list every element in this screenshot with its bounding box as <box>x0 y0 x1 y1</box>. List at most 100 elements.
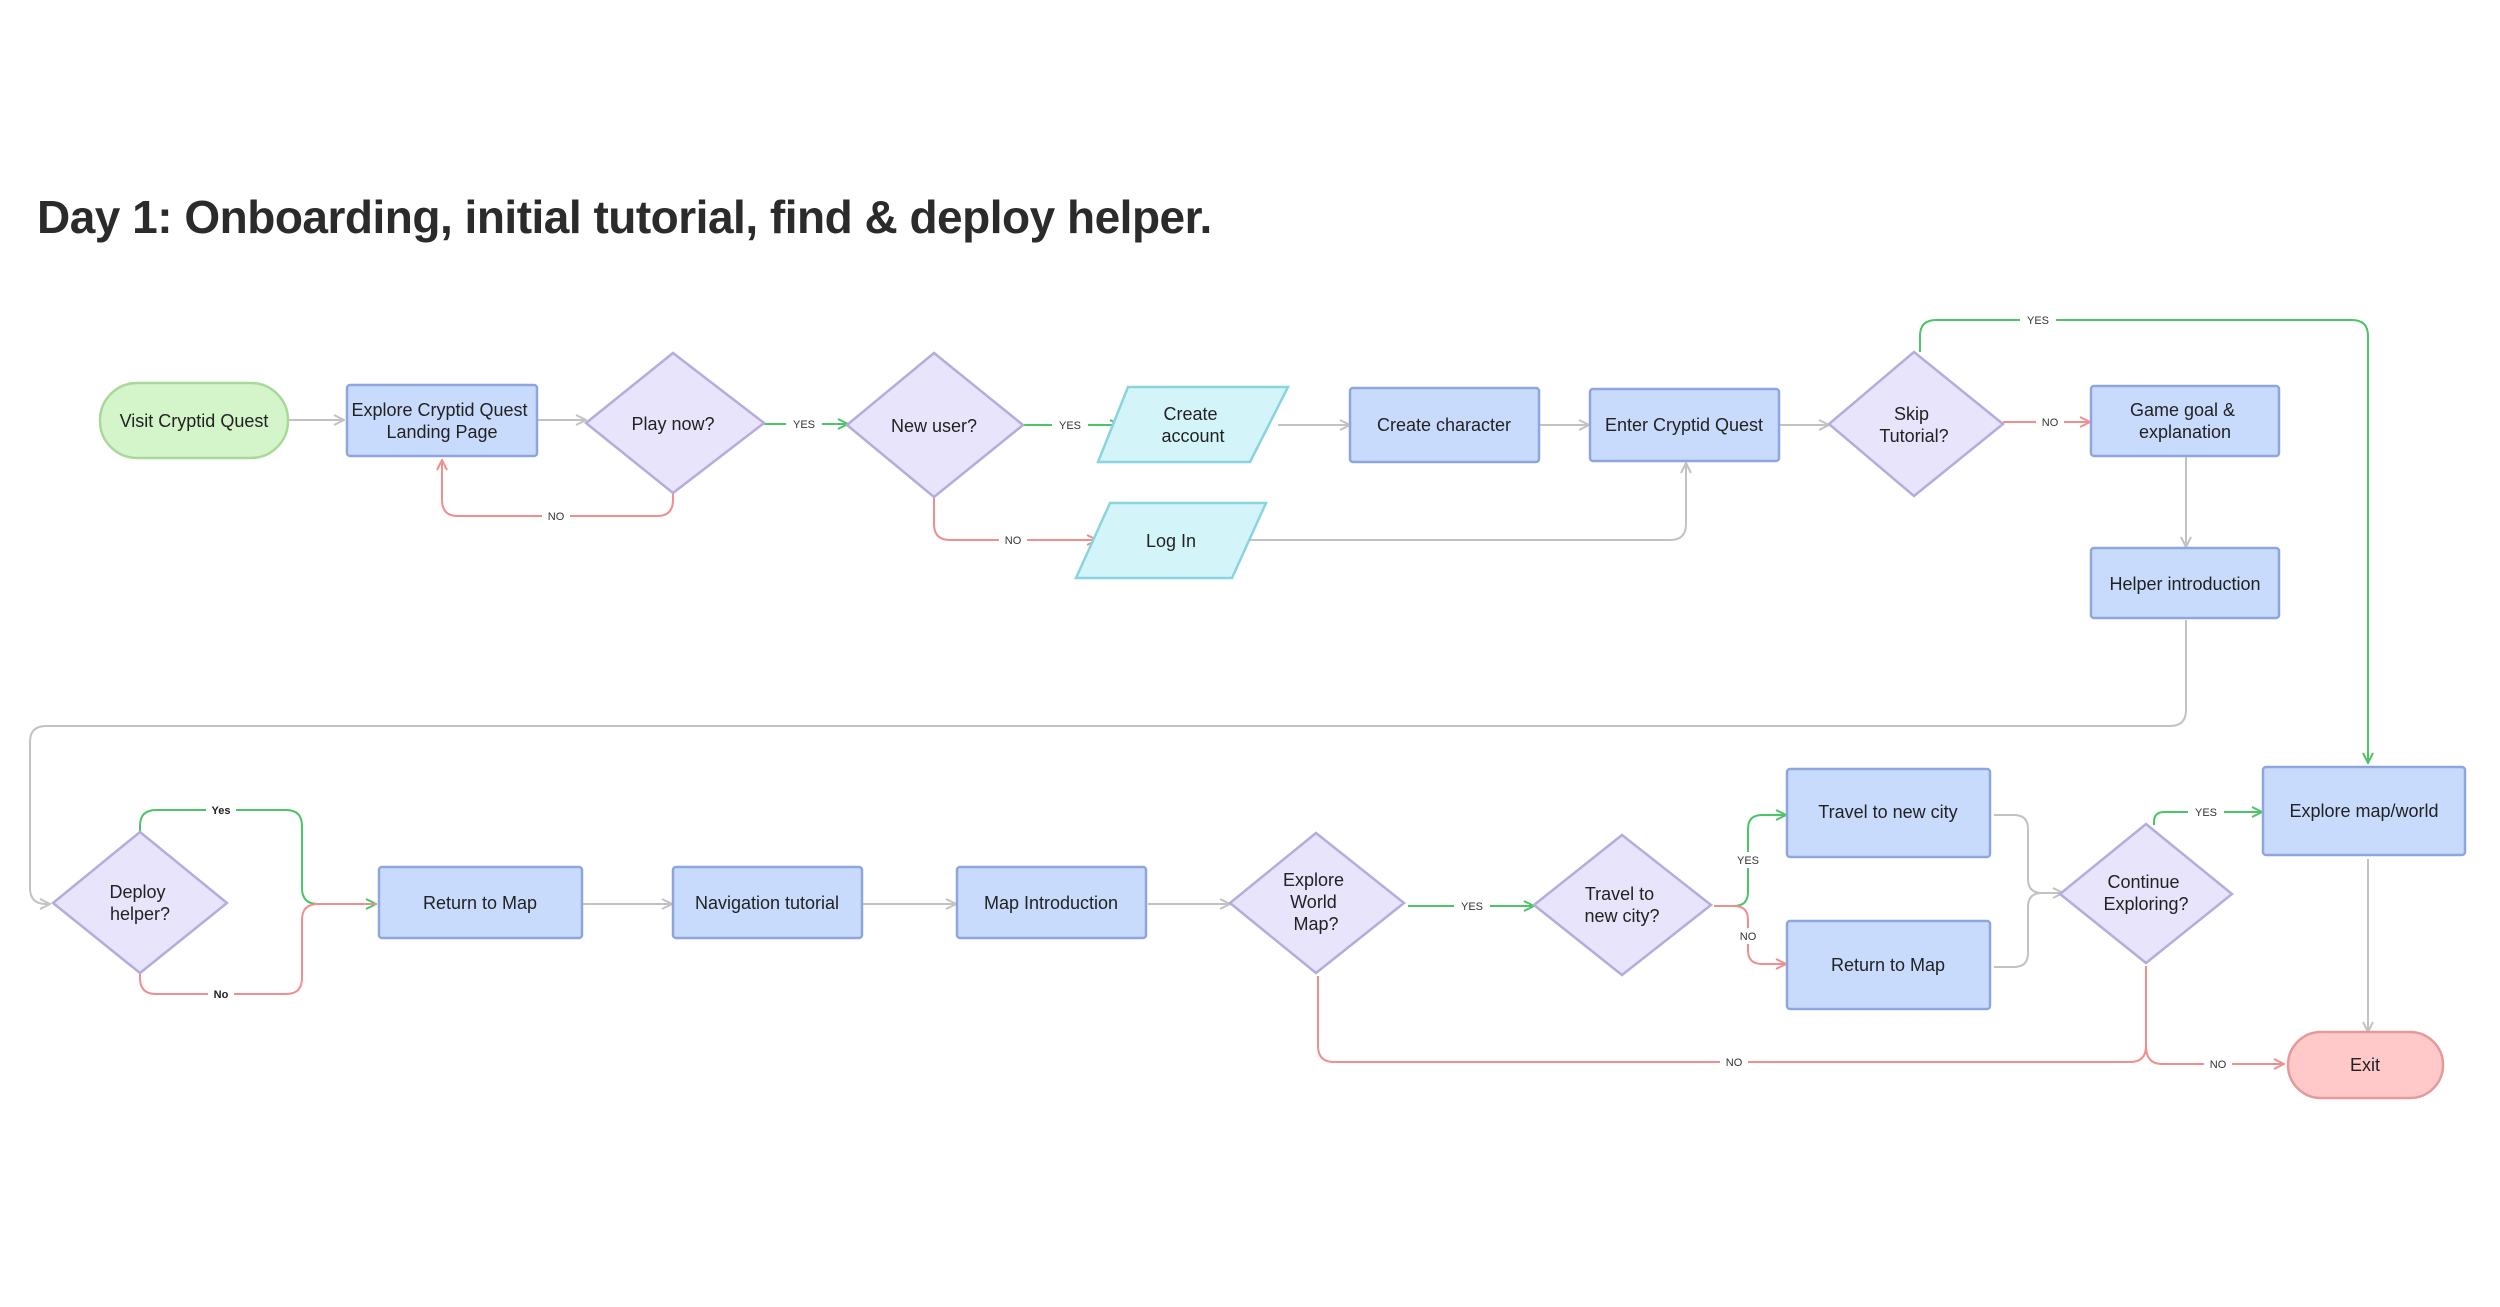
decision-node-skip-tutorial[interactable]: Skip Tutorial? <box>1827 350 2005 498</box>
edge-label-travel-yes: YES <box>1737 855 1759 867</box>
io-node-log-in[interactable]: Log In <box>1074 501 1268 580</box>
edge-label-deploy-no: No <box>214 989 229 1001</box>
edge-skip-yes <box>1919 319 2368 763</box>
edge-newuser-no <box>933 498 1097 540</box>
edge-continue-yes <box>2153 812 2262 825</box>
process-node-explore-map-world[interactable]: Explore map/world <box>2261 765 2467 857</box>
node-label: Explore Cryptid Quest <box>351 400 527 420</box>
process-node-navigation-tutorial[interactable]: Navigation tutorial <box>671 865 864 940</box>
node-label: Exit <box>2350 1055 2380 1075</box>
node-label: Return to Map <box>423 893 537 913</box>
node-label: Play now? <box>631 414 714 434</box>
decision-node-deploy-helper[interactable]: Deploy helper? <box>51 830 229 975</box>
nodes: Visit Cryptid Quest Explore Cryptid Ques… <box>51 350 2467 1100</box>
process-node-helper-introduction[interactable]: Helper introduction <box>2089 546 2281 620</box>
svg-text:Helper introduction: Helper introduction <box>2109 574 2260 594</box>
edge-labels: YES NO YES NO YES NO Yes No YES NO YES N… <box>206 312 2232 1072</box>
node-label: Visit Cryptid Quest <box>120 411 269 431</box>
edge-deploy-yes <box>139 809 376 904</box>
decision-node-explore-world-map[interactable]: Explore World Map? <box>1228 831 1407 975</box>
edge-label-continue-no: NO <box>2210 1059 2227 1071</box>
edge-continue-no <box>2145 1045 2284 1064</box>
end-node-exit[interactable]: Exit <box>2286 1030 2445 1100</box>
svg-text:Return to Map: Return to Map <box>1831 955 1945 975</box>
node-label: Continue <box>2107 872 2179 892</box>
node-label: Exploring? <box>2103 894 2188 914</box>
edge-login-to-enterquest <box>1247 463 1686 541</box>
node-label: account <box>1161 426 1224 446</box>
svg-text:Game goal & explanatio: Game goal & explanation <box>2130 400 2240 442</box>
svg-text:Play now?: Play now? <box>631 414 714 434</box>
node-label: explanation <box>2139 422 2231 442</box>
process-node-enter-cryptid-quest[interactable]: Enter Cryptid Quest <box>1588 387 1781 463</box>
svg-text:Visit Cryptid Quest: Visit Cryptid Quest <box>120 411 269 431</box>
start-node-visit-cryptid-quest[interactable]: Visit Cryptid Quest <box>98 381 290 460</box>
svg-text:Map Introduction: Map Introduction <box>984 893 1118 913</box>
process-node-explore-landing-page[interactable]: Explore Cryptid Quest Landing Page <box>345 383 539 458</box>
edge-label-explore-yes: YES <box>1461 901 1483 913</box>
edge-returnmap2-to-continue <box>1994 892 2063 968</box>
decision-node-continue-exploring[interactable]: Continue Exploring? <box>2058 822 2234 965</box>
node-label: World <box>1290 892 1337 912</box>
decision-node-new-user[interactable]: New user? <box>845 351 1025 499</box>
process-node-return-to-map[interactable]: Return to Map <box>377 865 584 940</box>
node-label: Explore map/world <box>2289 801 2438 821</box>
edge-travelcity-to-continue <box>1994 814 2063 893</box>
edge-label-newuser-yes: YES <box>1059 420 1081 432</box>
edge-label-travel-no: NO <box>1740 931 1757 943</box>
node-label: Navigation tutorial <box>695 893 839 913</box>
svg-text:Enter Cryptid Quest: Enter Cryptid Quest <box>1605 415 1763 435</box>
node-label: Travel to <box>1585 884 1654 904</box>
node-label: helper? <box>110 904 170 924</box>
svg-text:Navigation tutorial: Navigation tutorial <box>695 893 839 913</box>
io-node-create-account[interactable]: Create account <box>1096 385 1291 464</box>
svg-text:Explore Cryptid Quest: Explore Cryptid Quest Landing Page <box>351 400 532 442</box>
node-label: Deploy <box>109 882 165 902</box>
edge-label-newuser-no: NO <box>1005 535 1022 547</box>
node-label: Map? <box>1293 914 1338 934</box>
edge-label-explore-no: NO <box>1726 1057 1743 1069</box>
node-label: Travel to new city <box>1818 802 1957 822</box>
svg-text:Deploy helper?: Deploy helper? <box>109 882 170 924</box>
process-node-create-character[interactable]: Create character <box>1348 386 1541 464</box>
edge-label-playnow-yes: YES <box>793 419 815 431</box>
process-node-game-goal-explanation[interactable]: Game goal & explanation <box>2089 384 2281 458</box>
node-label: Log In <box>1146 531 1196 551</box>
node-label: Create <box>1163 404 1217 424</box>
decision-node-play-now[interactable]: Play now? <box>584 351 767 495</box>
edge-label-skip-no: NO <box>2042 417 2059 429</box>
node-label: Explore <box>1283 870 1344 890</box>
edge-helperintro-to-deployhelper <box>29 620 2187 904</box>
process-node-map-introduction[interactable]: Map Introduction <box>955 865 1148 940</box>
edge-label-playnow-no: NO <box>548 511 565 523</box>
node-label: Landing Page <box>386 422 497 442</box>
process-node-return-to-map-2[interactable]: Return to Map <box>1785 919 1992 1011</box>
process-node-travel-to-new-city[interactable]: Travel to new city <box>1785 767 1992 859</box>
edge-explore-no <box>1317 966 2147 1063</box>
edge-label-skip-yes: YES <box>2027 315 2049 327</box>
svg-text:Log In: Log In <box>1146 531 1196 551</box>
node-label: Skip <box>1894 404 1929 424</box>
node-label: Enter Cryptid Quest <box>1605 415 1763 435</box>
page-title: Day 1: Onboarding, initial tutorial, fin… <box>37 191 1212 243</box>
svg-text:Travel to new city: Travel to new city <box>1818 802 1957 822</box>
edge-deploy-no <box>139 903 376 995</box>
svg-text:Return to Map: Return to Map <box>423 893 537 913</box>
node-label: Game goal & <box>2130 400 2235 420</box>
svg-text:Create account: Create account <box>1161 404 1224 446</box>
node-label: Helper introduction <box>2109 574 2260 594</box>
svg-text:Explore map/world: Explore map/world <box>2289 801 2438 821</box>
node-label: Tutorial? <box>1879 426 1948 446</box>
node-label: Return to Map <box>1831 955 1945 975</box>
svg-text:Continue Exploring?: Continue Exploring? <box>2103 872 2188 914</box>
node-label: Map Introduction <box>984 893 1118 913</box>
svg-text:Create character: Create character <box>1377 415 1511 435</box>
svg-text:New user?: New user? <box>891 416 977 436</box>
node-label: new city? <box>1584 906 1659 926</box>
svg-text:Explore World: Explore World Map? <box>1283 870 1349 934</box>
svg-text:Travel to new city?: Travel to new city? <box>1584 884 1659 926</box>
decision-node-travel-to-new-city[interactable]: Travel to new city? <box>1531 833 1714 977</box>
edge-label-deploy-yes: Yes <box>212 805 231 817</box>
node-label: Create character <box>1377 415 1511 435</box>
